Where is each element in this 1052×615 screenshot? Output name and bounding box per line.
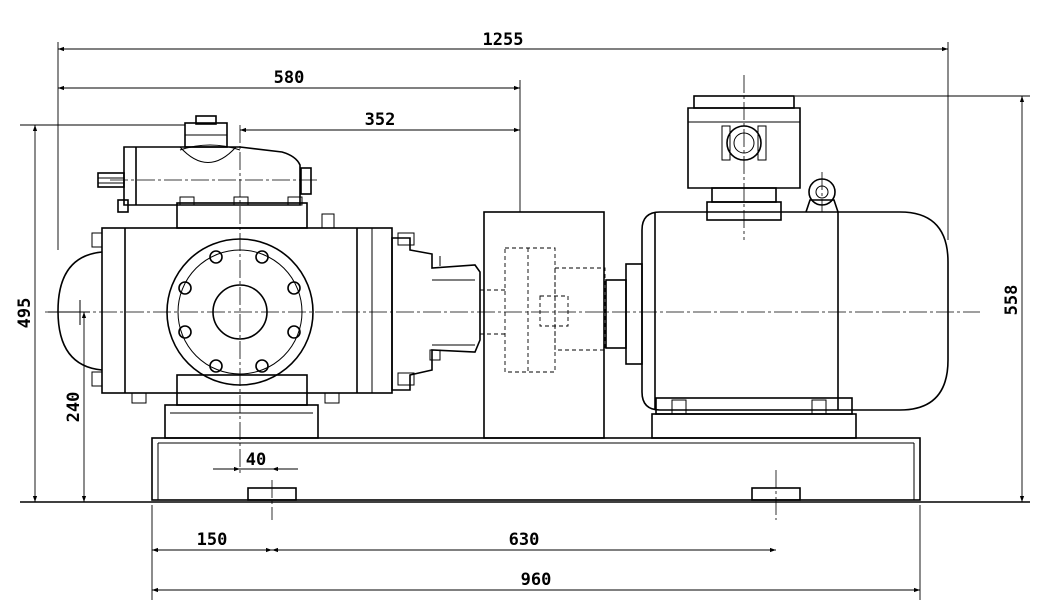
dimension-240: 240	[64, 312, 87, 502]
extension-lines	[20, 42, 1030, 600]
dimension-558: 558	[1002, 96, 1025, 502]
dim-label-495: 495	[15, 298, 35, 329]
dimension-960: 960	[152, 570, 920, 593]
base-frame	[20, 437, 1030, 503]
dim-label-150: 150	[197, 530, 228, 550]
dimension-580: 580	[58, 68, 520, 91]
dim-label-630: 630	[509, 530, 540, 550]
dim-label-240: 240	[64, 392, 84, 423]
dim-label-352: 352	[365, 110, 396, 130]
coupling-guard	[480, 211, 606, 439]
dim-label-1255: 1255	[483, 30, 524, 50]
dimension-630: 630	[272, 530, 776, 553]
centerlines	[45, 75, 980, 520]
dim-label-960: 960	[521, 570, 552, 590]
dim-label-580: 580	[274, 68, 305, 88]
screw-pump	[57, 115, 481, 439]
dimension-352: 352	[240, 110, 520, 133]
flange-bolt-holes	[178, 250, 301, 373]
dimension-150: 150	[152, 530, 272, 553]
dim-label-558: 558	[1002, 285, 1022, 316]
dimension-40: 40	[213, 450, 298, 472]
dimension-495: 495	[15, 125, 38, 502]
dim-label-40: 40	[246, 450, 266, 470]
electric-motor	[605, 95, 949, 439]
dimension-1255: 1255	[58, 30, 948, 52]
